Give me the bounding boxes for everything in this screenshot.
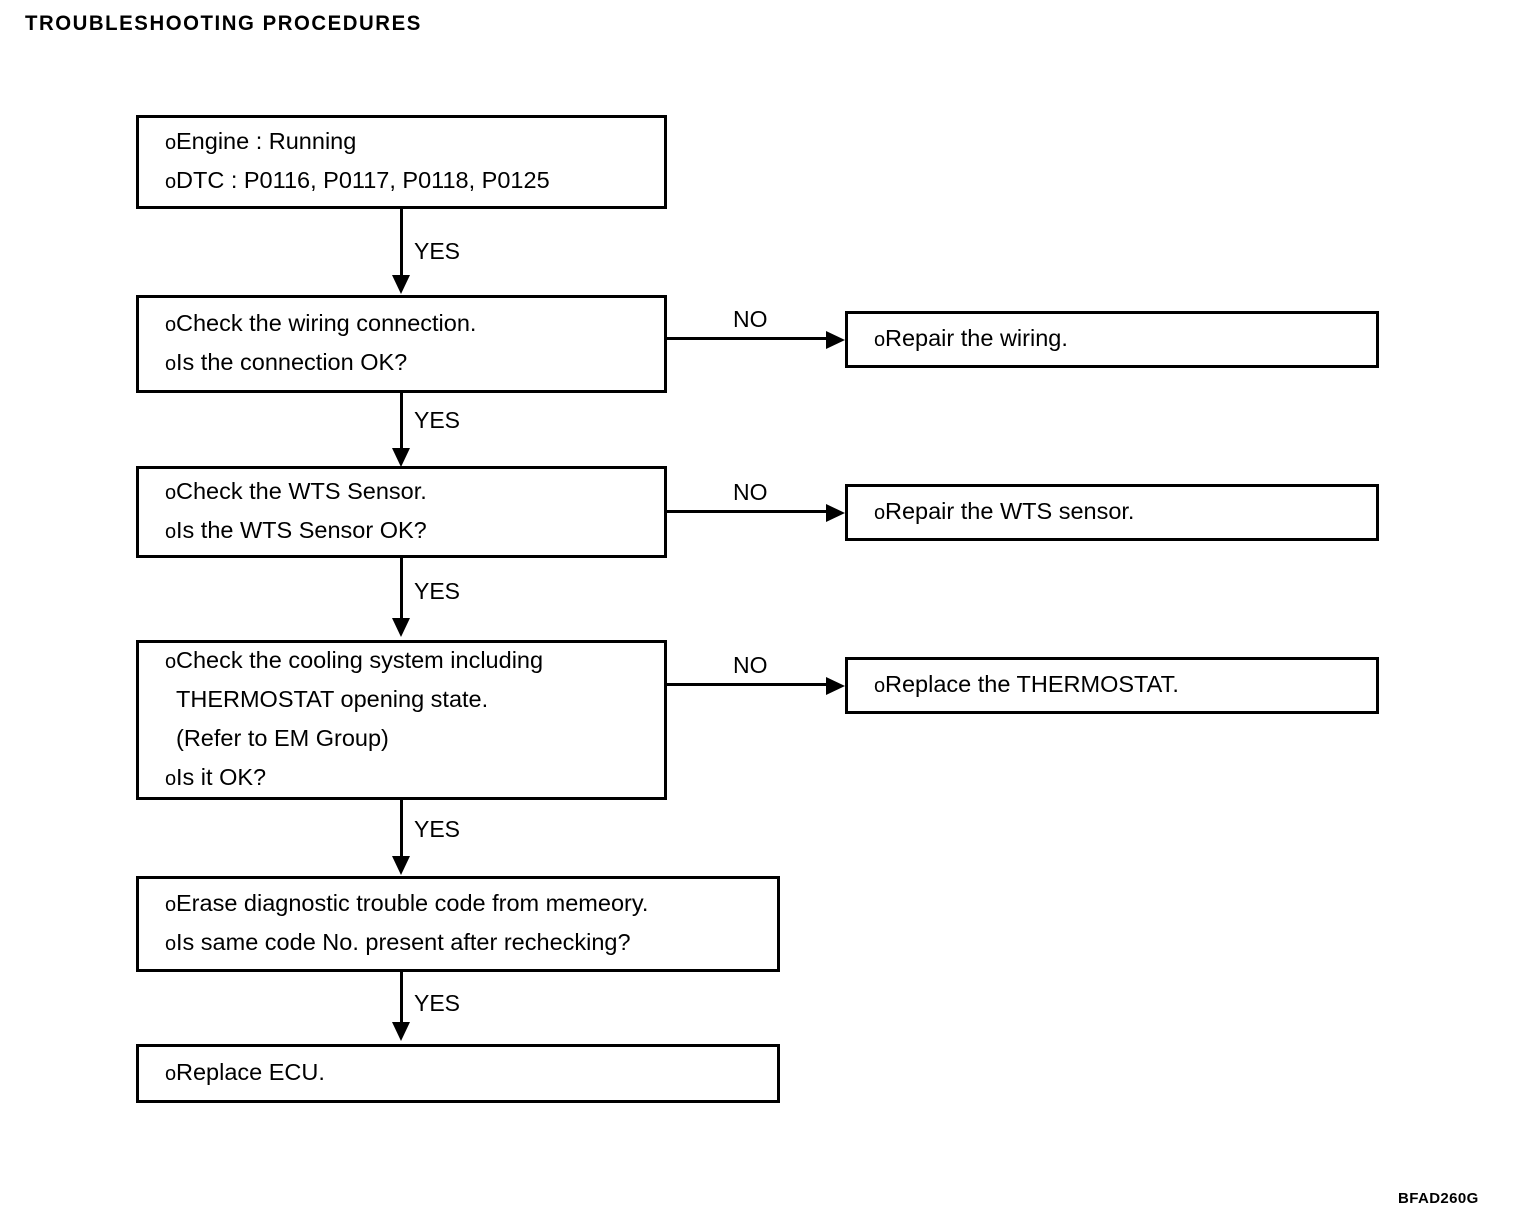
bullet-glyph: o [874,329,886,351]
flow-box-check-cooling-system: o Check the cooling system including THE… [136,640,667,800]
edge-label-yes-2: YES [414,407,461,433]
box-line-text: Is it OK? [176,764,267,790]
box-line: o Is same code No. present after recheck… [139,924,777,963]
box-line: o Repair the WTS sensor. [848,493,1376,532]
box-line: o Check the cooling system including [139,642,664,681]
figure-code: BFAD260G [1398,1190,1479,1207]
box-line-text: Check the cooling system including [176,647,544,673]
box-line-text: Check the WTS Sensor. [176,478,427,504]
edge-label-yes-1: YES [414,238,461,264]
flow-box-start-conditions: o Engine : Running o DTC : P0116, P0117,… [136,115,667,209]
bullet-glyph: o [165,482,177,504]
arrow-right-icon [826,504,845,522]
connector-cooling-no [667,683,827,686]
box-line: (Refer to EM Group) [139,720,664,759]
flow-box-check-wts-sensor: o Check the WTS Sensor. o Is the WTS Sen… [136,466,667,558]
flow-box-replace-thermostat: o Replace the THERMOSTAT. [845,657,1379,714]
arrow-down-icon [392,856,410,875]
connector-start-to-wiring [400,209,403,277]
bullet-glyph: o [165,894,177,916]
box-line: o Engine : Running [139,123,664,162]
bullet-glyph: o [874,675,886,697]
flow-box-check-wiring: o Check the wiring connection. o Is the … [136,295,667,393]
connector-wts-to-cooling [400,558,403,620]
box-line-text: THERMOSTAT opening state. [176,686,489,712]
edge-label-no-3: NO [733,652,768,678]
bullet-spacer [139,683,176,720]
connector-cooling-to-erase [400,800,403,858]
arrow-down-icon [392,1022,410,1041]
bullet-glyph: o [165,171,177,193]
box-line-text: (Refer to EM Group) [176,725,389,751]
edge-label-no-1: NO [733,306,768,332]
box-line-text: Repair the WTS sensor. [885,498,1135,524]
page-title: TROUBLESHOOTING PROCEDURES [25,12,422,35]
bullet-glyph: o [165,768,177,790]
box-line-text: Is the WTS Sensor OK? [176,517,427,543]
flow-box-repair-wts-sensor: o Repair the WTS sensor. [845,484,1379,541]
arrow-down-icon [392,275,410,294]
box-line-text: Replace the THERMOSTAT. [885,671,1179,697]
box-line: o Is it OK? [139,759,664,798]
box-line: o DTC : P0116, P0117, P0118, P0125 [139,162,664,201]
edge-label-yes-5: YES [414,990,461,1016]
bullet-glyph: o [874,502,886,524]
box-line-text: Replace ECU. [176,1059,325,1085]
edge-label-yes-3: YES [414,578,461,604]
bullet-glyph: o [165,651,177,673]
arrow-right-icon [826,331,845,349]
box-line: THERMOSTAT opening state. [139,681,664,720]
flow-box-replace-ecu: o Replace ECU. [136,1044,780,1103]
connector-wts-no [667,510,827,513]
flow-box-erase-dtc: o Erase diagnostic trouble code from mem… [136,876,780,972]
box-line: o Replace ECU. [139,1054,777,1093]
edge-label-yes-4: YES [414,816,461,842]
box-line: o Is the WTS Sensor OK? [139,512,664,551]
connector-wiring-to-wts [400,393,403,453]
connector-erase-to-ecu [400,972,403,1024]
box-line-text: Is the connection OK? [176,349,408,375]
box-line-text: Erase diagnostic trouble code from memeo… [176,890,649,916]
box-line: o Check the wiring connection. [139,305,664,344]
connector-wiring-no [667,337,827,340]
bullet-glyph: o [165,132,177,154]
box-line: o Repair the wiring. [848,320,1376,359]
bullet-glyph: o [165,1063,177,1085]
box-line: o Erase diagnostic trouble code from mem… [139,885,777,924]
box-line-text: Engine : Running [176,128,357,154]
box-line-text: Check the wiring connection. [176,310,477,336]
box-line-text: DTC : P0116, P0117, P0118, P0125 [176,167,550,193]
edge-label-no-2: NO [733,479,768,505]
bullet-glyph: o [165,521,177,543]
bullet-glyph: o [165,933,177,955]
flow-box-repair-wiring: o Repair the wiring. [845,311,1379,368]
bullet-glyph: o [165,353,177,375]
arrow-right-icon [826,677,845,695]
box-line: o Check the WTS Sensor. [139,473,664,512]
box-line-text: Is same code No. present after recheckin… [176,929,631,955]
bullet-spacer [139,722,176,759]
box-line-text: Repair the wiring. [885,325,1068,351]
arrow-down-icon [392,618,410,637]
bullet-glyph: o [165,314,177,336]
arrow-down-icon [392,448,410,467]
box-line: o Is the connection OK? [139,344,664,383]
box-line: o Replace the THERMOSTAT. [848,666,1376,705]
